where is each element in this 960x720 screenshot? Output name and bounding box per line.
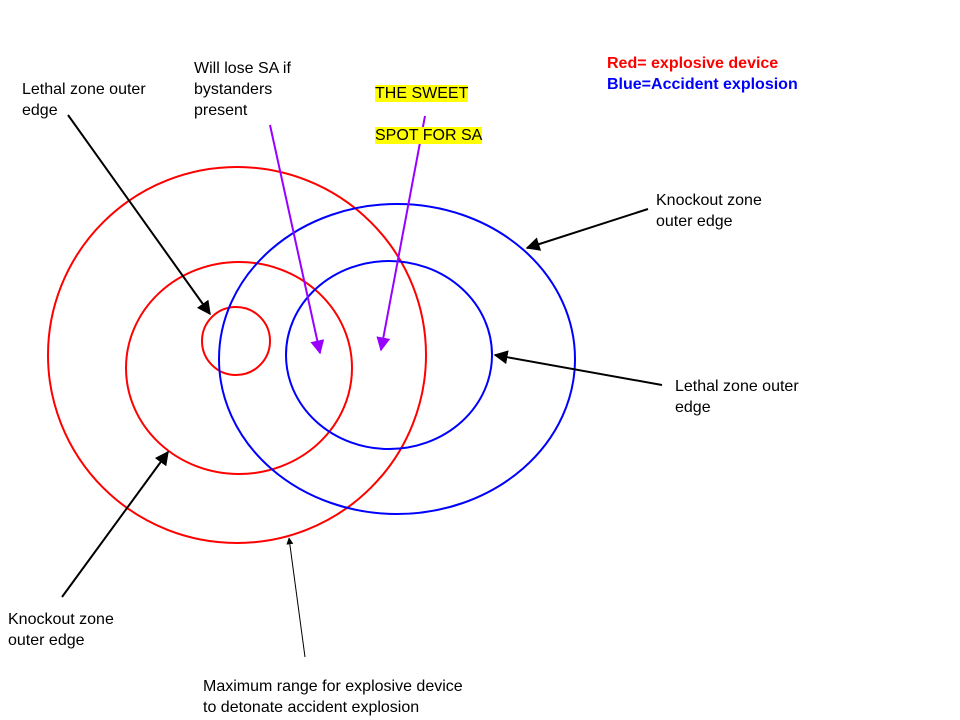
- legend-red: Red= explosive device: [607, 55, 779, 72]
- sweet-spot-line-2: SPOT FOR SA: [375, 127, 483, 144]
- arrow-knockout-zone-red: [61, 450, 169, 598]
- label-knockout-zone-red: Knockout zone outer edge: [8, 611, 114, 649]
- red-lethal-zone-circle: [201, 306, 271, 376]
- red-max-range-circle: [47, 166, 427, 544]
- arrow-lethal-zone-blue: [493, 350, 663, 386]
- label-lethal-zone-red: Lethal zone outer edge: [22, 81, 146, 119]
- arrow-max-range: [286, 537, 306, 658]
- blue-lethal-zone-circle: [285, 260, 493, 450]
- blue-knockout-zone-circle: [218, 203, 576, 515]
- arrow-lose-sa: [269, 124, 325, 355]
- sweet-spot-line-1: THE SWEET: [375, 85, 469, 102]
- arrow-knockout-zone-blue: [525, 208, 649, 251]
- label-max-range: Maximum range for explosive device to de…: [203, 678, 463, 716]
- legend-blue: Blue=Accident explosion: [607, 76, 798, 93]
- label-lose-sa: Will lose SA if bystanders present: [194, 60, 291, 119]
- label-knockout-zone-blue: Knockout zone outer edge: [656, 192, 762, 230]
- label-lethal-zone-blue: Lethal zone outer edge: [675, 378, 799, 416]
- label-sweet-spot: THE SWEET SPOT FOR SA: [375, 62, 483, 146]
- arrow-lethal-zone-red: [67, 114, 211, 316]
- red-knockout-zone-circle: [125, 261, 353, 475]
- arrow-sweet-spot: [376, 115, 426, 352]
